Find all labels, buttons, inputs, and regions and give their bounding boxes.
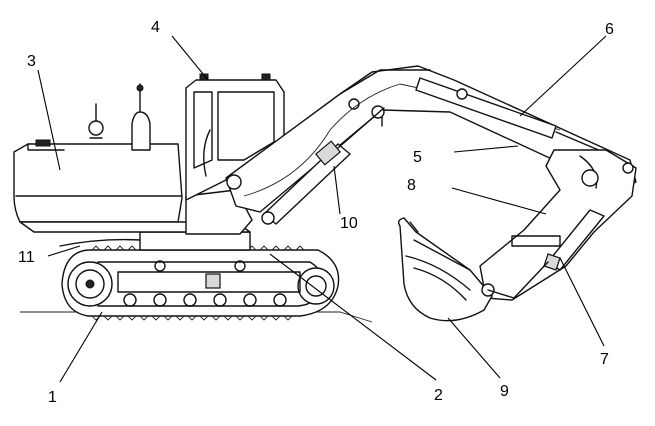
leader-lines — [37, 35, 607, 383]
operator-cab — [185, 73, 285, 201]
arm — [479, 149, 637, 301]
boom — [225, 65, 637, 213]
callout-8: 8 — [407, 177, 416, 194]
leader-9 — [447, 317, 501, 379]
upper-structure — [13, 83, 253, 235]
callout-9: 9 — [500, 383, 509, 400]
leader-2 — [269, 253, 437, 381]
callout-1: 1 — [48, 389, 57, 406]
callout-5: 5 — [413, 149, 422, 166]
boom-hoses — [243, 83, 561, 197]
callout-6: 6 — [605, 21, 614, 38]
callout-10: 10 — [340, 215, 358, 232]
leader-4 — [171, 35, 209, 81]
callout-7: 7 — [600, 351, 609, 368]
callout-3: 3 — [27, 53, 36, 70]
leader-11 — [47, 245, 81, 257]
bucket — [397, 217, 515, 322]
callout-2: 2 — [434, 387, 443, 404]
boom-cylinder — [261, 107, 385, 225]
bucket-cylinder — [513, 209, 605, 299]
leader-1 — [59, 311, 103, 383]
arm-cylinder — [415, 77, 609, 155]
callout-4: 4 — [151, 19, 160, 36]
leader-8 — [451, 187, 547, 215]
leader-6 — [519, 35, 607, 117]
crawler-track — [61, 245, 340, 321]
leader-3 — [37, 69, 61, 171]
leader-5 — [453, 145, 519, 153]
callout-labels: 1 2 3 4 5 6 7 8 9 10 11 — [18, 19, 614, 406]
leader-10 — [333, 165, 341, 215]
callout-11: 11 — [18, 249, 35, 266]
leader-7 — [559, 257, 605, 347]
undercarriage-front-skirt — [59, 238, 141, 247]
